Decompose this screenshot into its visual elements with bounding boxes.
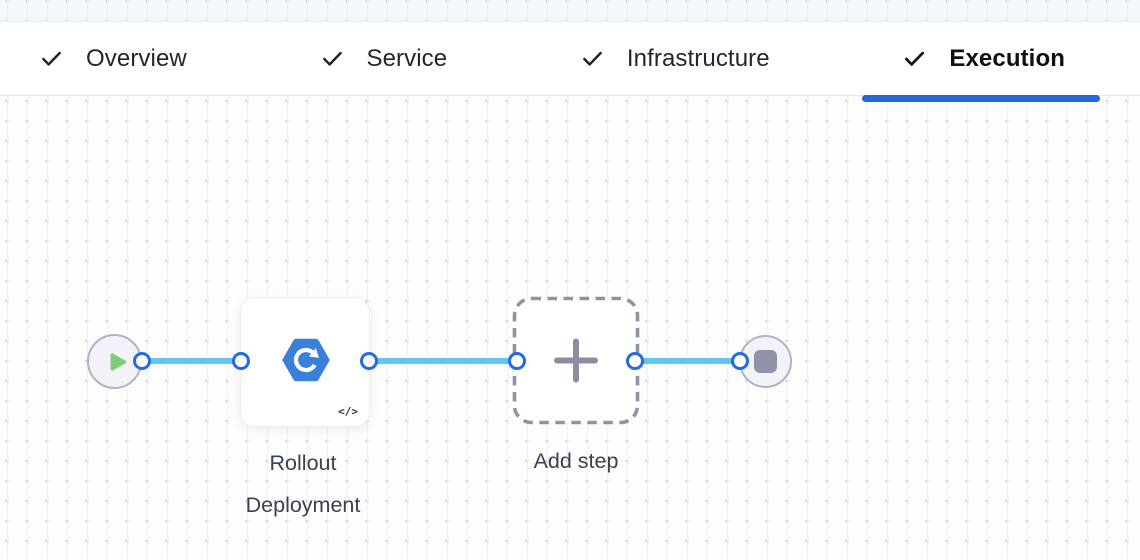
check-icon xyxy=(42,51,61,66)
stage-tab-bar: Overview Service Infrastructure Executio… xyxy=(0,21,1140,96)
step-label-rollout-deployment: Rollout Deployment xyxy=(245,451,361,517)
flow-line xyxy=(635,358,741,364)
code-icon: </> xyxy=(338,405,358,418)
connector-port[interactable] xyxy=(508,352,526,370)
connector-port[interactable] xyxy=(133,352,151,370)
tab-execution-label: Execution xyxy=(949,44,1065,72)
tab-overview-label: Overview xyxy=(86,44,187,72)
connector-port[interactable] xyxy=(232,352,250,370)
step-label-add-step: Add step xyxy=(533,449,619,473)
tab-service-label: Service xyxy=(366,44,448,72)
flow-line xyxy=(369,358,518,364)
active-tab-underline xyxy=(862,95,1100,102)
step-rollout-deployment[interactable]: </> xyxy=(240,297,370,427)
add-step-dashed-border xyxy=(512,296,640,425)
pipeline-end-node[interactable] xyxy=(739,335,792,388)
tab-overview[interactable]: Overview xyxy=(40,45,187,73)
stop-icon xyxy=(754,350,777,373)
pipeline-start-node[interactable] xyxy=(87,334,142,389)
flow-line xyxy=(142,358,242,364)
canvas-top-strip xyxy=(0,0,1140,21)
check-icon xyxy=(322,51,342,66)
plus-icon xyxy=(554,338,598,383)
check-icon xyxy=(905,51,925,66)
tab-service[interactable]: Service xyxy=(321,45,448,73)
tab-execution[interactable]: Execution xyxy=(903,45,1065,73)
play-icon xyxy=(110,352,126,371)
tab-infrastructure[interactable]: Infrastructure xyxy=(581,45,770,73)
k8s-rollout-icon xyxy=(282,338,330,382)
tab-infrastructure-label: Infrastructure xyxy=(626,44,770,72)
connector-port[interactable] xyxy=(360,352,378,370)
check-icon xyxy=(583,51,602,66)
connector-port[interactable] xyxy=(731,352,749,370)
add-step-node[interactable] xyxy=(512,296,640,425)
connector-port[interactable] xyxy=(626,352,644,370)
